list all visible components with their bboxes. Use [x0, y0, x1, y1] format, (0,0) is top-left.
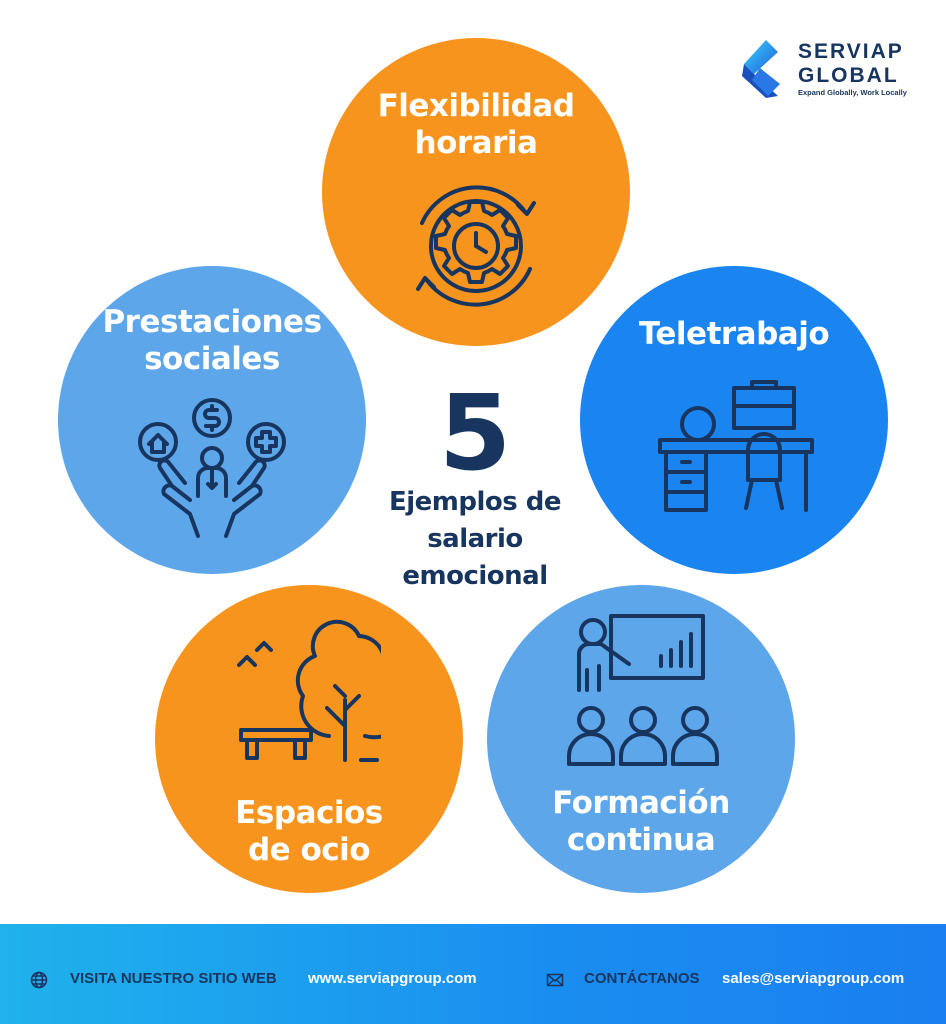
circle-title-line1: Teletrabajo [638, 316, 830, 352]
serviap-logo-mark-icon [740, 38, 788, 100]
circle-title-line2: de ocio [247, 832, 371, 868]
circle-espacios-de-ocio: Espacios de ocio [155, 585, 463, 893]
serviap-logo: SERVIAP GLOBAL Expand Globally, Work Loc… [740, 36, 920, 106]
circle-title-line2: continua [566, 822, 716, 858]
home-office-desk-icon [656, 376, 816, 516]
circle-prestaciones-sociales: Prestaciones sociales [58, 266, 366, 574]
training-presentation-icon [563, 610, 723, 770]
clock-gear-icon [400, 183, 552, 308]
circle-title-line1: Prestaciones [102, 304, 322, 340]
circle-title-line1: Flexibilidad [377, 88, 575, 124]
footer-bar: VISITA NUESTRO SITIO WEB www.serviapgrou… [0, 924, 946, 1024]
benefits-hands-icon [136, 396, 288, 546]
globe-icon [30, 971, 48, 989]
circle-title-line2: horaria [414, 125, 538, 161]
logo-tagline: Expand Globally, Work Locally [798, 88, 907, 97]
envelope-icon [546, 971, 564, 989]
circle-title-line1: Espacios [235, 795, 383, 831]
website-link[interactable]: www.serviapgroup.com [308, 970, 477, 987]
logo-name-line1: SERVIAP [798, 40, 904, 63]
circle-title-line2: sociales [144, 341, 280, 377]
circle-teletrabajo: Teletrabajo [580, 266, 888, 574]
park-bench-tree-icon [231, 610, 381, 770]
circle-formacion-continua: Formación continua [487, 585, 795, 893]
center-caption: Ejemplos de salario emocional [360, 484, 590, 595]
contact-label: CONTÁCTANOS [584, 970, 700, 987]
email-link[interactable]: sales@serviapgroup.com [722, 970, 905, 987]
circle-flexibilidad-horaria: Flexibilidad horaria [322, 38, 630, 346]
center-number: 5 [438, 372, 512, 494]
visit-website-label: VISITA NUESTRO SITIO WEB [70, 970, 277, 987]
circle-title-line1: Formación [552, 785, 730, 821]
logo-name-line2: GLOBAL [798, 64, 899, 87]
center-caption-line1: Ejemplos de [388, 487, 562, 517]
center-caption-line2: salario [427, 524, 523, 554]
center-caption-line3: emocional [402, 561, 548, 591]
